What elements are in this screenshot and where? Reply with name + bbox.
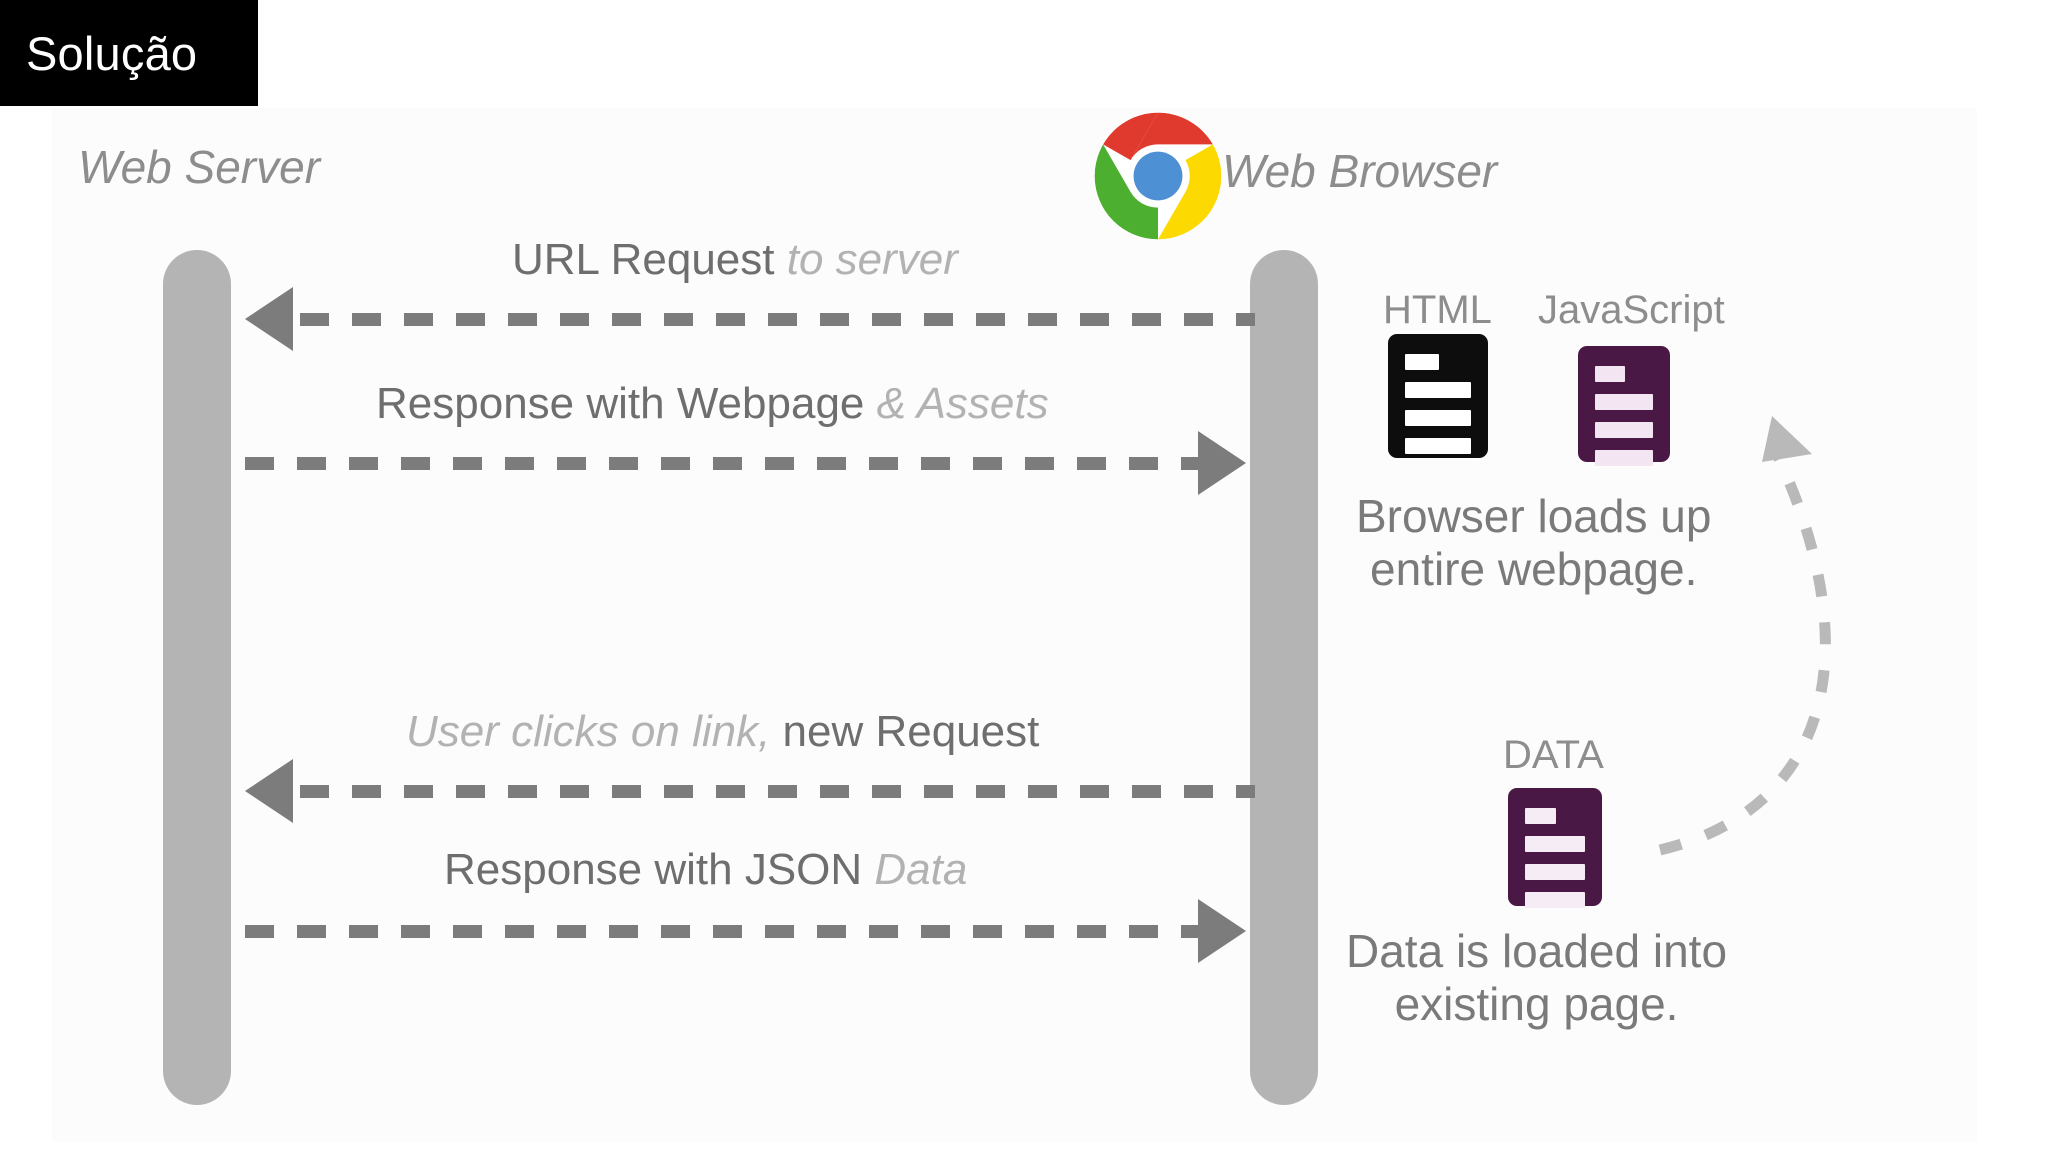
title-banner: Solução: [0, 0, 258, 106]
message-label-primary: new Request: [782, 707, 1040, 756]
javascript-document-icon: [1578, 346, 1670, 466]
note-line: Browser loads up: [1356, 490, 1712, 542]
message-label-primary: Response with JSON: [444, 845, 863, 894]
note-line: existing page.: [1394, 977, 1679, 1030]
actor-label-web-browser: Web Browser: [1222, 145, 1498, 197]
arrowhead-right-response-webpage: [1198, 431, 1246, 495]
message-label-new-request: User clicks on link, new Request: [406, 710, 1039, 754]
message-label-url-request: URL Request to server: [512, 238, 958, 282]
html-document-icon: [1388, 334, 1488, 458]
dashed-line-response-webpage: [245, 457, 1200, 470]
message-label-response-webpage: Response with Webpage & Assets: [376, 382, 1049, 426]
arrowhead-left-new-request: [245, 759, 293, 823]
message-label-secondary: Data: [874, 845, 968, 894]
asset-label-data: DATA: [1503, 733, 1604, 777]
chrome-logo-icon: [1092, 110, 1224, 242]
arrowhead-left-url-request: [245, 287, 293, 351]
message-label-response-json: Response with JSON Data: [444, 848, 967, 892]
arrowhead-right-response-json: [1198, 899, 1246, 963]
message-label-primary: URL Request: [512, 235, 775, 284]
message-label-secondary: User clicks on link,: [406, 707, 771, 756]
actor-label-web-server: Web Server: [78, 141, 321, 193]
note-browser-loads: Browser loads up entire webpage.: [1356, 490, 1711, 596]
dashed-line-response-json: [245, 925, 1200, 938]
sequence-diagram-panel: [52, 108, 1977, 1142]
lifeline-web-browser: [1250, 250, 1318, 1105]
asset-label-javascript: JavaScript: [1538, 288, 1725, 332]
dashed-line-new-request: [300, 785, 1255, 798]
message-label-secondary: & Assets: [876, 379, 1049, 428]
note-line: entire webpage.: [1370, 542, 1698, 595]
note-line: Data is loaded into: [1346, 925, 1728, 977]
dashed-line-url-request: [300, 313, 1255, 326]
lifeline-web-server: [163, 250, 231, 1105]
page-title: Solução: [26, 26, 198, 80]
note-data-loaded: Data is loaded into existing page.: [1346, 925, 1727, 1031]
message-label-secondary: to server: [786, 235, 958, 284]
asset-label-html: HTML: [1383, 288, 1492, 332]
data-document-icon: [1508, 788, 1602, 908]
message-label-primary: Response with Webpage: [376, 379, 865, 428]
